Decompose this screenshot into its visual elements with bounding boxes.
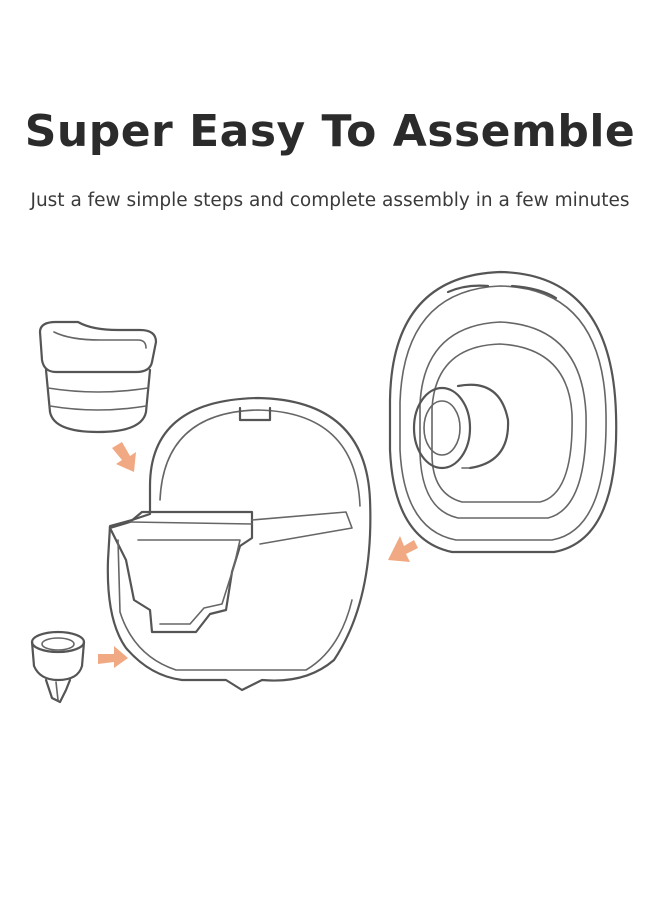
valve-part	[30, 630, 86, 704]
page-title: Super Easy To Assemble	[24, 106, 636, 157]
connector-cap-part	[38, 320, 158, 434]
arrow-valve-to-body-icon	[98, 646, 128, 668]
arrow-shield-to-body-icon	[388, 536, 418, 562]
page-subtitle: Just a few simple steps and complete ass…	[30, 190, 630, 211]
collector-body-part	[106, 396, 372, 692]
arrow-cap-to-body-icon	[112, 442, 136, 472]
breast-shield-part	[388, 270, 618, 554]
